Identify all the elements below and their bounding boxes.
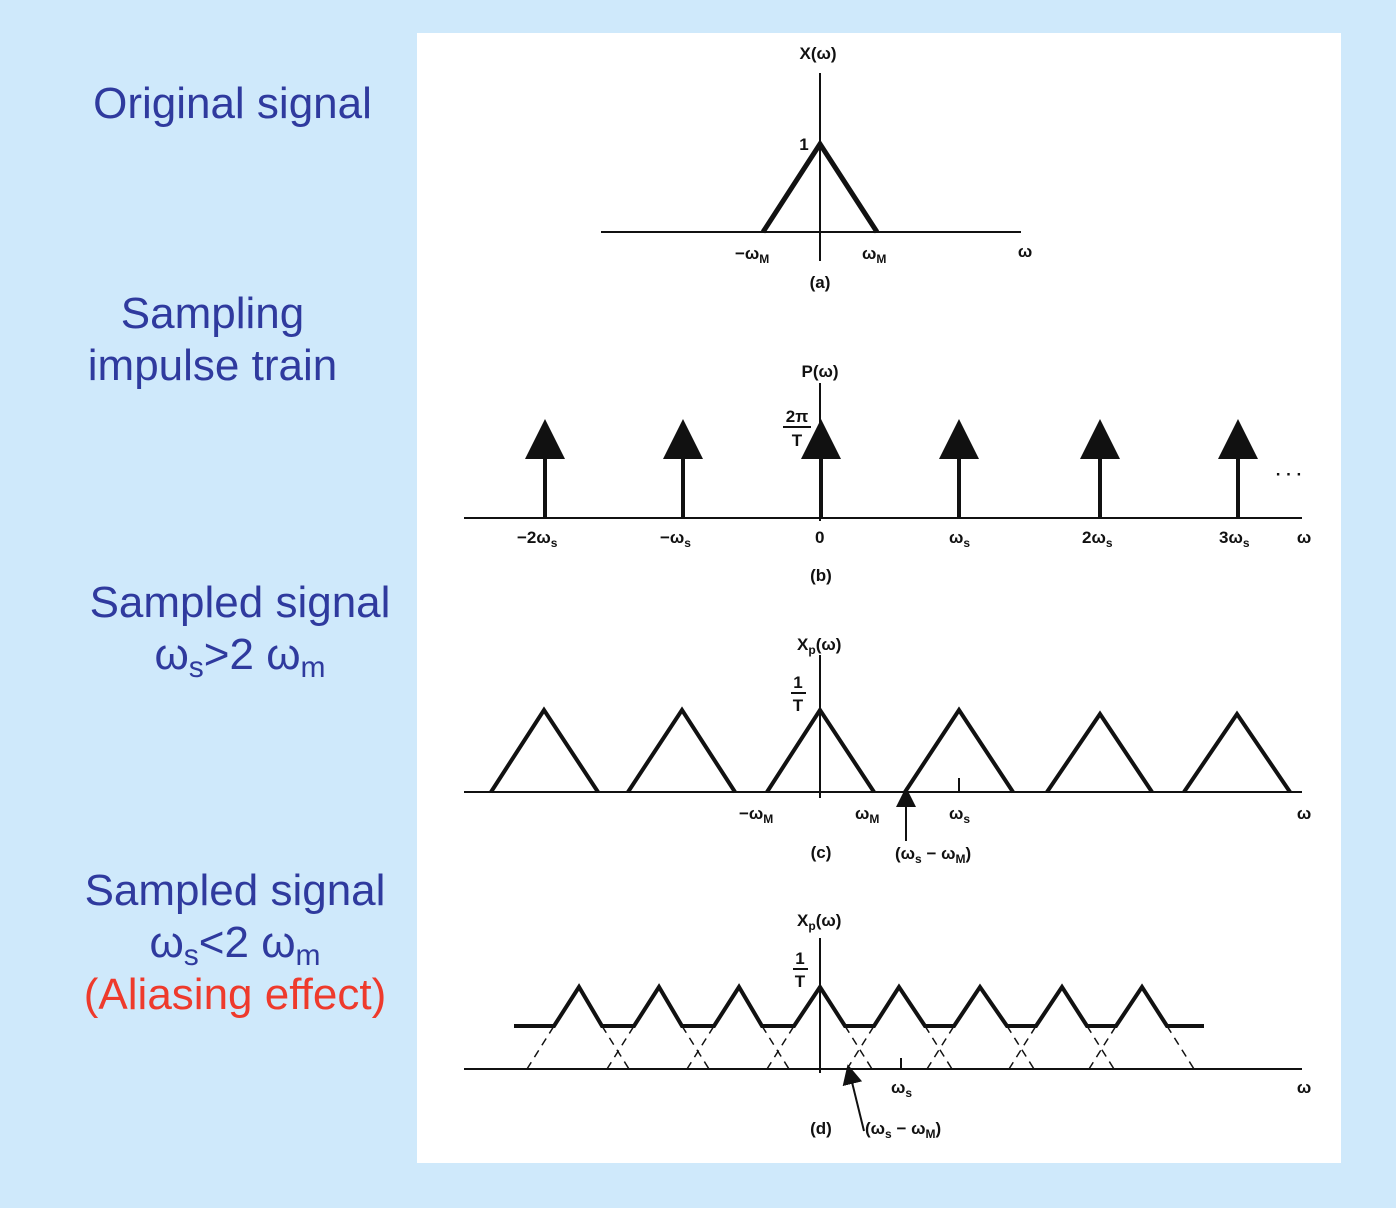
cond-rest: >2 ω: [203, 630, 301, 679]
replica-c-ws: [903, 706, 1015, 794]
cond2-rest: <2 ω: [198, 918, 296, 967]
spectrum-figure: X(ω) 1 −ωM ωM ω (a) P(ω) 2π T −2ωs −ωs 0…: [464, 44, 1311, 1141]
plot-c-sampled-no-aliasing: Xp(ω) 1 T −ωM ωM ωs (ωs − ωM) ω (c): [464, 635, 1311, 866]
plot-b-tick-3ws: 3ωs: [1219, 528, 1250, 550]
plot-c-diff-label: (ωs − ωM): [895, 844, 971, 866]
cond2-omega-sub: s: [183, 939, 199, 972]
plot-d-ylabel: Xp(ω): [797, 911, 841, 933]
plot-b-xlabel: ω: [1297, 528, 1311, 547]
plot-a-peak-label: 1: [799, 135, 808, 154]
cond-omega-sub: s: [188, 651, 204, 684]
plot-c-neg-wm-label: −ωM: [739, 804, 773, 826]
label-aliased-title: Sampled signal: [84, 866, 386, 915]
replica-c-2ws: [1045, 710, 1154, 794]
replica-c-3ws: [1182, 710, 1292, 794]
plot-b-impulse-train: P(ω) 2π T −2ωs −ωs 0 ωs 2ωs 3ωs · · · ω …: [464, 362, 1311, 585]
label-original-signal: Original signal: [60, 78, 405, 130]
plot-c-height-denominator: T: [793, 696, 804, 715]
figure-panel: X(ω) 1 −ωM ωM ω (a) P(ω) 2π T −2ωs −ωs 0…: [417, 33, 1341, 1163]
label-sampled-signal-aliasing: Sampled signal ωs<2 ωm (Aliasing effect): [55, 865, 415, 1021]
plot-b-ylabel: P(ω): [801, 362, 838, 381]
plot-b-tick-zero: 0: [815, 528, 824, 547]
plot-b-caption: (b): [810, 566, 832, 585]
plot-d-diff-label: (ωs − ωM): [865, 1119, 941, 1141]
label-sampling-line2: impulse train: [87, 341, 338, 390]
plot-a-wm-label: ωM: [862, 244, 886, 266]
plot-c-ws-label: ωs: [949, 804, 970, 826]
plot-c-caption: (c): [811, 843, 832, 862]
plot-b-tick-neg2ws: −2ωs: [517, 528, 558, 550]
label-original-text: Original signal: [93, 79, 372, 128]
label-aliasing-effect: (Aliasing effect): [83, 970, 387, 1019]
label-aliased-condition: ωs<2 ωm: [55, 917, 415, 972]
plot-d-aliased-sum: [514, 983, 1204, 1028]
plot-a-neg-wm-label: −ωM: [735, 244, 769, 266]
cond-omega: ω: [154, 630, 189, 679]
plot-a-ylabel: X(ω): [799, 44, 836, 63]
cond2-omega: ω: [149, 918, 184, 967]
label-sampling-impulse-train: Sampling impulse train: [40, 288, 385, 392]
plot-d-caption: (d): [810, 1119, 832, 1138]
plot-b-ellipsis: · · ·: [1276, 465, 1302, 484]
replica-c-neg2ws: [489, 706, 600, 794]
plot-a-original-spectrum: X(ω) 1 −ωM ωM ω (a): [601, 44, 1032, 292]
plot-d-overlap-arrow: [842, 1064, 865, 1132]
plot-c-height-numerator: 1: [793, 673, 802, 692]
plot-d-ws-label: ωs: [891, 1078, 912, 1100]
label-sampled-title: Sampled signal: [89, 578, 391, 627]
plot-b-height-denominator: T: [792, 431, 803, 450]
replica-c-zero: [765, 706, 876, 794]
label-sampling-line1: Sampling: [120, 289, 305, 338]
label-sampled-condition: ωs>2 ωm: [60, 629, 420, 684]
plot-c-wm-label: ωM: [855, 804, 879, 826]
plot-c-ylabel: Xp(ω): [797, 635, 841, 657]
cond2-rest-sub: m: [295, 939, 321, 972]
plot-d-height-denominator: T: [795, 972, 806, 991]
plot-d-sampled-aliasing: Xp(ω) 1 T ωs (ωs − ωM) ω: [464, 911, 1311, 1141]
plot-d-xlabel: ω: [1297, 1078, 1311, 1097]
plot-d-replica-dashes: [526, 1025, 1195, 1070]
label-sampled-signal-no-aliasing: Sampled signal ωs>2 ωm: [60, 577, 420, 684]
plot-d-height-numerator: 1: [795, 949, 804, 968]
plot-b-tick-ws: ωs: [949, 528, 970, 550]
plot-b-tick-2ws: 2ωs: [1082, 528, 1113, 550]
plot-b-height-numerator: 2π: [786, 407, 808, 426]
replica-c-neg-ws: [626, 706, 737, 794]
plot-a-caption: (a): [810, 273, 831, 292]
plot-a-xlabel: ω: [1018, 242, 1032, 261]
plot-a-triangle: [760, 139, 880, 234]
plot-c-xlabel: ω: [1297, 804, 1311, 823]
cond-rest-sub: m: [300, 651, 326, 684]
plot-b-tick-neg-ws: −ωs: [660, 528, 691, 550]
